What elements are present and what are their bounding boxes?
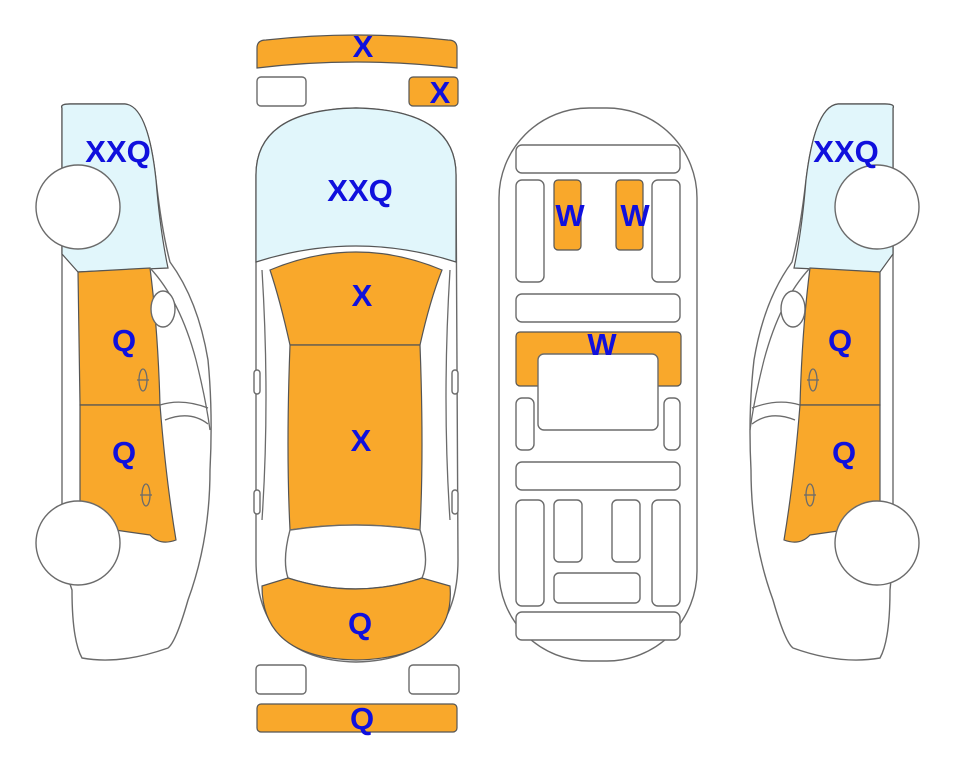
floor-side-left-1: [515, 179, 545, 283]
right-mirror-line: [751, 401, 801, 409]
floor-front-right-label: W: [620, 198, 650, 233]
top-right-pillar: [445, 269, 451, 521]
left-quarter-glass-label: XXQ: [85, 134, 150, 169]
rear-bumper-panel: [256, 703, 458, 733]
front-right-fog-panel: [408, 76, 459, 107]
floor-rear-right-slot: [611, 499, 641, 563]
right-door-handle-front: [804, 483, 816, 507]
left-door-handle-front: [140, 483, 152, 507]
floor-front-right-panel: [615, 179, 644, 251]
floor-side-right-1: [651, 179, 681, 283]
top-left-handle: [253, 489, 261, 515]
floor-bar-1: [515, 144, 681, 174]
left-side-window-small: [150, 290, 176, 328]
hood-panel: [269, 251, 443, 346]
right-front-door-label: Q: [832, 435, 856, 470]
left-front-wheel: [35, 500, 121, 586]
top-right-mirror: [451, 369, 459, 395]
roof-label: X: [351, 423, 372, 458]
front-left-fog-panel: [256, 76, 307, 107]
right-pillar-line: [749, 267, 811, 431]
left-front-door-label: Q: [112, 435, 136, 470]
left-side-view: XXQ Q Q: [35, 103, 212, 661]
windshield-panel: [255, 107, 457, 263]
floor-side-right-3: [651, 499, 681, 607]
rear-left-light-panel: [255, 664, 307, 695]
underbody-view: W W W: [498, 107, 698, 662]
trunk-label: Q: [348, 606, 372, 641]
trunk-panel: [261, 577, 451, 661]
rear-window: [284, 524, 427, 590]
floor-bar-4: [515, 611, 681, 641]
floor-bar-3: [515, 461, 681, 491]
right-side-view: XXQ Q Q: [749, 103, 920, 661]
left-rear-door-label: Q: [112, 323, 136, 358]
left-window-line: [164, 415, 209, 425]
floor-front-left-panel: [553, 179, 582, 251]
front-right-fog-label: X: [430, 75, 451, 110]
right-side-window-small: [780, 290, 806, 328]
front-bumper-label: X: [353, 29, 374, 64]
right-quarter-glass-label: XXQ: [813, 134, 878, 169]
floor-rear-left-slot: [553, 499, 583, 563]
floor-front-left-label: W: [555, 198, 585, 233]
windshield-label: XXQ: [327, 173, 392, 208]
top-view: X X XXQ X X Q Q: [253, 29, 460, 736]
floor-bar-2: [515, 293, 681, 323]
rear-right-light-panel: [408, 664, 460, 695]
top-right-handle: [451, 489, 459, 515]
right-rear-wheel: [834, 164, 920, 250]
floor-mid-label: W: [587, 327, 617, 362]
floor-side-right-2: [663, 397, 681, 451]
top-left-mirror: [253, 369, 261, 395]
front-bumper-panel: [256, 34, 458, 69]
top-left-pillar: [261, 269, 267, 521]
right-front-wheel: [834, 500, 920, 586]
left-mirror-line: [159, 401, 209, 409]
left-pillar-line: [149, 267, 211, 431]
right-door-handle-rear: [807, 368, 819, 392]
floor-rear-center-slot: [553, 572, 641, 604]
left-door-handle-rear: [137, 368, 149, 392]
right-window-line: [751, 415, 796, 425]
hood-label: X: [352, 278, 373, 313]
left-front-door-panel: [79, 404, 177, 543]
left-rear-wheel: [35, 164, 121, 250]
floor-side-left-2: [515, 397, 535, 451]
floor-side-left-3: [515, 499, 545, 607]
rear-bumper-label: Q: [350, 701, 374, 736]
floor-center-block: [537, 353, 659, 431]
right-rear-door-label: Q: [828, 323, 852, 358]
